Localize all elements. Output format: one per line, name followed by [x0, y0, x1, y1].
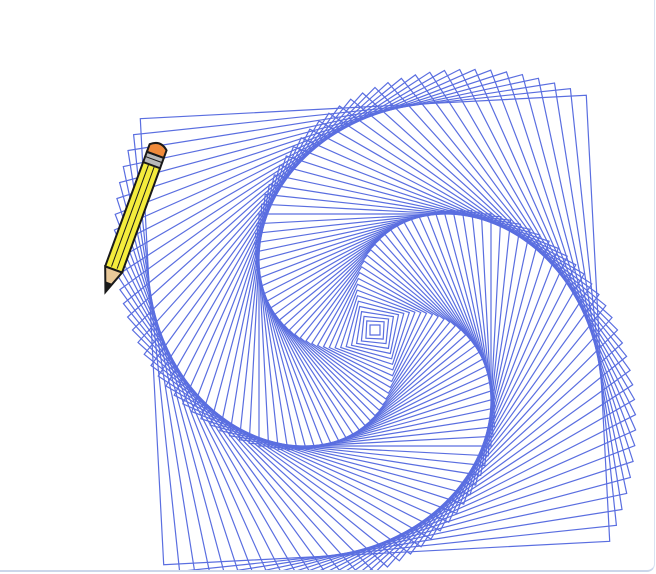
- spiral-square: [328, 283, 422, 377]
- spiral-square: [116, 71, 634, 570]
- spiral-square: [157, 112, 593, 548]
- spiral-square: [228, 183, 522, 477]
- spiral-square: [339, 294, 411, 366]
- spiral-square: [190, 145, 560, 515]
- spiral-square: [150, 105, 600, 555]
- spiral-square: [139, 94, 611, 566]
- spiral-square: [165, 120, 585, 540]
- spiral-square: [369, 324, 381, 336]
- spiral-square: [360, 315, 390, 345]
- spiral-square: [173, 128, 577, 532]
- spiral-square: [137, 92, 613, 568]
- spiral-square: [258, 213, 492, 447]
- spiral-square: [350, 305, 400, 355]
- spiral-square: [122, 77, 628, 570]
- spiral-square: [365, 320, 385, 340]
- spiral-square: [316, 271, 434, 389]
- spiral-square: [182, 137, 568, 523]
- spiral-square: [143, 98, 607, 562]
- spiral-square: [131, 86, 619, 570]
- spiral-square: [126, 81, 624, 570]
- spiral-square: [200, 155, 550, 505]
- pencil-body: [104, 160, 162, 274]
- spiral-square: [254, 209, 496, 451]
- spiral-square: [345, 300, 405, 360]
- pencil-eraser: [145, 141, 168, 160]
- pencil-tip: [104, 264, 124, 295]
- spiral-square: [355, 310, 395, 350]
- spiral-square: [334, 289, 416, 371]
- spiral-square: [322, 277, 428, 383]
- spiral-square: [119, 74, 631, 570]
- spiral-square: [238, 193, 512, 467]
- spiral-square: [114, 69, 636, 570]
- spiral-square: [293, 248, 457, 412]
- spiral-square: [299, 254, 451, 406]
- pencil-lead: [105, 281, 113, 293]
- spiral-square: [305, 260, 445, 400]
- spiral-square: [219, 174, 531, 486]
- spiral-lines: [113, 68, 637, 570]
- spiral-square: [310, 265, 440, 395]
